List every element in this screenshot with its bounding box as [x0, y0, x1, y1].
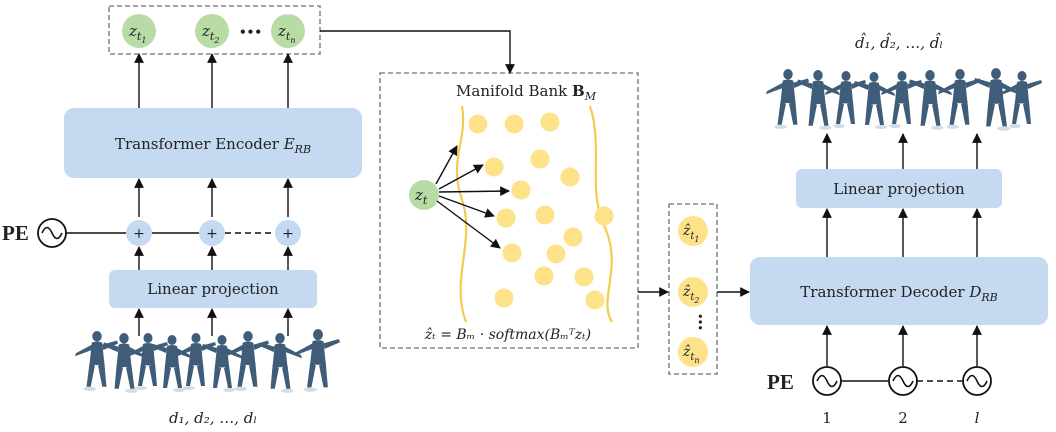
- output-dancer-icon: [937, 69, 981, 129]
- decoder-pe-sine-wave: [892, 374, 914, 388]
- input-dancer-icon: [225, 331, 269, 391]
- query-arrow-5: [435, 145, 458, 185]
- bank-point: [494, 288, 514, 308]
- encoder-pe-label: PE: [2, 221, 29, 245]
- plus-node-2-label: +: [206, 226, 218, 242]
- decoder-pe-sine-wave: [966, 374, 988, 388]
- input-dancer-icon: [74, 331, 118, 391]
- output-dancer-icon: [909, 70, 953, 130]
- bank-point: [546, 244, 566, 264]
- bank-point: [594, 206, 614, 226]
- bank-formula: ẑₜ = Bₘ · softmax(Bₘᵀzₜ): [424, 326, 591, 343]
- bank-point: [535, 205, 555, 225]
- pe-index-l: l: [975, 409, 980, 427]
- transformer-encoder-block: [64, 108, 362, 178]
- input-dancer-icon: [202, 335, 243, 392]
- bank-point: [504, 114, 524, 134]
- plus-node-2: [199, 220, 225, 246]
- output-dancer-icon: [825, 71, 866, 128]
- bank-point: [468, 114, 488, 134]
- latent-ellipsis: •••: [239, 25, 262, 39]
- query-arrow-1: [438, 164, 484, 190]
- bank-point: [511, 180, 531, 200]
- plus-node-1: [126, 220, 152, 246]
- encoder-linear-projection-label: Linear projection: [147, 280, 279, 298]
- plus-node-1-label: +: [133, 226, 145, 242]
- manifold-left-boundary: [455, 105, 468, 323]
- latent-z1-label: zt1: [128, 22, 146, 45]
- output-dancer-icon: [797, 70, 841, 130]
- transformer-encoder-label: Transformer Encoder ERB: [115, 135, 311, 156]
- input-sequence-label: d₁, d₂, …, dₗ: [169, 409, 257, 427]
- bank-point: [534, 266, 554, 286]
- bank-query-label: zt: [414, 186, 428, 207]
- arrow-latents-to-bank: [320, 30, 515, 74]
- plus-node-3-label: +: [282, 226, 294, 242]
- bank-query-node: [409, 180, 439, 210]
- retrieved-z1-label: ẑt1: [682, 222, 700, 244]
- retrieved-z2-label: ẑt2: [682, 283, 700, 305]
- output-dancer-icon: [881, 71, 922, 128]
- pe-index-2: 2: [898, 409, 908, 427]
- bank-point: [496, 208, 516, 228]
- bank-point: [530, 149, 550, 169]
- input-dance-sequence: [74, 329, 340, 393]
- bank-point: [574, 267, 594, 287]
- output-dancer-icon: [765, 69, 809, 129]
- input-dancer-icon: [175, 333, 216, 390]
- encoder-linear-projection-block: [109, 270, 317, 308]
- output-sequence-label: d̂₁, d̂₂, …, d̂ₗ: [855, 33, 943, 52]
- manifold-bank-title: Manifold Bank BM: [456, 82, 597, 103]
- decoder-pe-sine-wave: [816, 374, 838, 388]
- output-dance-sequence: [765, 68, 1042, 131]
- transformer-decoder-label: Transformer Decoder DRB: [800, 283, 997, 304]
- encoder-pe-sine-wave: [41, 226, 63, 240]
- bank-point: [502, 243, 522, 263]
- latent-zn-label: ztn: [277, 22, 295, 45]
- manifold-right-boundary: [588, 105, 613, 323]
- bank-point: [563, 227, 583, 247]
- decoder-linear-projection-block: [796, 169, 1002, 208]
- query-arrow-2: [438, 186, 510, 197]
- manifold-bank-points: [468, 112, 614, 310]
- bank-point: [540, 112, 560, 132]
- output-dancer-icon: [1001, 71, 1042, 128]
- retrieved-zn-node: [678, 337, 708, 367]
- bank-point: [484, 157, 504, 177]
- retrieved-z2-node: [678, 277, 708, 307]
- query-arrow-4: [436, 200, 501, 249]
- decoder-pe-label: PE: [767, 370, 794, 394]
- output-dancer-icon: [974, 68, 1020, 131]
- latent-z1-node: [122, 14, 156, 48]
- decoder-linear-projection-label: Linear projection: [833, 180, 965, 198]
- pe-index-1: 1: [822, 409, 832, 427]
- bank-point: [585, 290, 605, 310]
- latent-z2-node: [195, 14, 229, 48]
- plus-node-3: [275, 220, 301, 246]
- transformer-decoder-block: [750, 257, 1048, 325]
- input-dancer-icon: [294, 329, 340, 392]
- retrieved-ellipsis: •••: [694, 313, 704, 330]
- retrieved-zn-label: ẑtn: [682, 343, 700, 365]
- retrieved-latent-box: [668, 203, 718, 375]
- latent-z2-label: zt2: [201, 22, 219, 45]
- output-dancer-icon: [854, 72, 895, 129]
- retrieved-z1-node: [678, 216, 708, 246]
- bank-point: [560, 167, 580, 187]
- query-arrow-3: [438, 195, 495, 218]
- latent-zn-node: [271, 14, 305, 48]
